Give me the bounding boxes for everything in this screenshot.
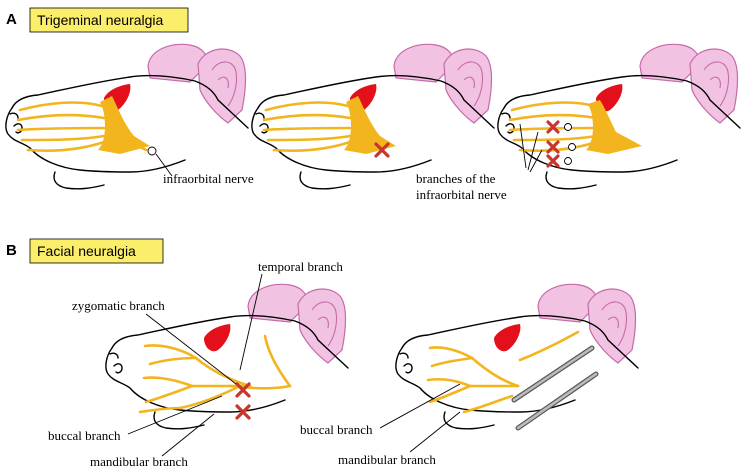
rat-head-a1: infraorbital nerve xyxy=(5,43,254,190)
panel-b-title-box xyxy=(29,238,164,264)
panel-b-title: Facial neuralgia xyxy=(37,243,136,259)
label-mandibular-branch-left: mandibular branch xyxy=(90,454,188,469)
rat-head-a3: branches of the infraorbital nerve xyxy=(416,43,741,202)
lesion-x-marks-b1 xyxy=(235,382,251,420)
label-zygomatic-branch: zygomatic branch xyxy=(72,298,165,313)
facial-nerve-b2 xyxy=(426,330,580,414)
facial-nerve-b1 xyxy=(138,334,292,414)
infraorbital-nerve-a3 xyxy=(508,100,642,154)
nerve-end-ring xyxy=(147,146,157,156)
panel-a-letter: A xyxy=(6,11,17,28)
rat-head-b2 xyxy=(395,283,639,431)
forceps-icon xyxy=(511,345,599,431)
panel-a-title-box xyxy=(29,7,189,33)
label-branches-line1: branches of the xyxy=(416,171,496,186)
infraorbital-nerve-a2 xyxy=(262,96,396,154)
panel-a-title: Trigeminal neuralgia xyxy=(37,12,164,28)
rat-head-a2 xyxy=(251,43,495,190)
label-branches-line2: infraorbital nerve xyxy=(416,187,507,202)
lesion-x-marks xyxy=(546,120,560,168)
label-temporal-branch: temporal branch xyxy=(258,259,343,274)
label-mandibular-branch-right: mandibular branch xyxy=(338,452,436,467)
infraorbital-nerve-a1 xyxy=(16,96,157,156)
lesion-x-mark xyxy=(374,142,390,158)
label-buccal-branch-right: buccal branch xyxy=(300,422,373,437)
panel-b-letter: B xyxy=(6,242,17,259)
label-buccal-branch-left: buccal branch xyxy=(48,428,121,443)
rat-head-b1 xyxy=(105,283,349,430)
label-infraorbital-nerve: infraorbital nerve xyxy=(163,171,254,186)
